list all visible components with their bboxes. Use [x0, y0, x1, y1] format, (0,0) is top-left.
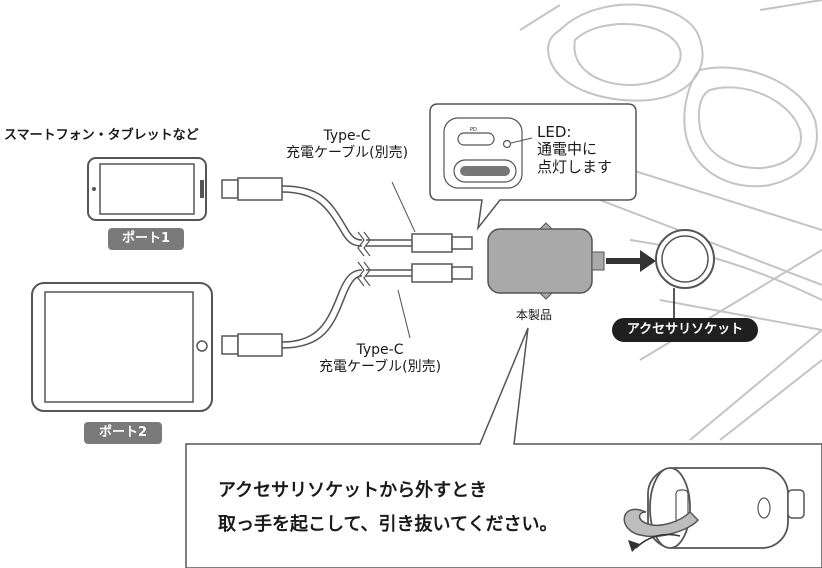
cable-bottom	[221, 263, 473, 357]
led-callout-bubble	[429, 103, 637, 231]
leader-line-bottom	[397, 289, 411, 339]
cable-top-desc: 充電ケーブル(別売)	[285, 144, 409, 161]
insert-arrow	[606, 250, 656, 272]
port1-badge: ポート1	[108, 228, 184, 250]
cable-bottom-label: Type-C 充電ケーブル(別売)	[290, 342, 470, 376]
charger-with-handle	[623, 467, 805, 552]
led-title: LED:	[537, 123, 572, 141]
socket-label: アクセサリソケット	[612, 318, 758, 342]
cable-bottom-type: Type-C	[356, 342, 404, 358]
leader-line-top	[391, 181, 416, 233]
cable-bottom-desc: 充電ケーブル(別売)	[318, 358, 442, 375]
car-interior-art	[519, 0, 822, 441]
led-line2: 通電中に	[537, 140, 598, 159]
led-line3: 点灯します	[537, 157, 613, 176]
pd-mark: PD	[470, 127, 477, 133]
cable-top-label: Type-C 充電ケーブル(別売)	[262, 128, 432, 162]
product-label: 本製品	[516, 308, 553, 322]
tablet	[31, 282, 213, 412]
port2-badge: ポート2	[84, 422, 162, 444]
smartphone	[87, 157, 207, 221]
removal-note-line1: アクセサリソケットから外すとき	[218, 480, 488, 501]
devices-title: スマートフォン・タブレットなど	[4, 128, 199, 143]
led-callout-text: LED: 通電中に 点灯します	[537, 123, 613, 176]
cable-break-marks	[357, 231, 371, 287]
accessory-socket	[655, 229, 715, 289]
removal-note-line2: 取っ手を起こして、引き抜いてください。	[218, 514, 558, 535]
cable-top-type: Type-C	[323, 128, 371, 144]
car-charger	[487, 222, 605, 300]
cable-top	[221, 177, 473, 253]
